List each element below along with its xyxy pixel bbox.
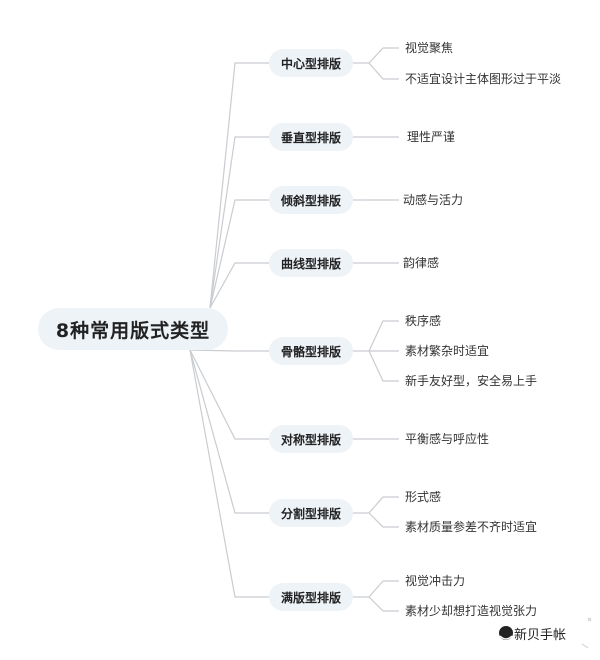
leaf-text: 素材质量参差不齐时适宜 [405,520,538,534]
branch-node-grid: 骨骼型排版 [269,337,353,365]
branch-connector [189,349,269,352]
branch-connector [189,349,269,440]
leaf-connector [368,62,399,80]
leaf-connector [368,47,399,64]
leaf-text: 平衡感与呼应性 [405,432,490,446]
leaf-connector [368,596,399,612]
leaf-text: 秩序感 [405,314,442,328]
branch-node-diagonal: 倾斜型排版 [269,186,353,214]
leaf-connector [368,350,399,382]
leaf-connector [368,512,399,528]
watermark-text: 新贝手帐 [514,628,567,643]
branch-label: 分割型排版 [280,506,341,521]
leaf-connector [368,496,399,514]
branch-label: 中心型排版 [280,56,341,71]
leaf-text: 素材少却想打造视觉张力 [405,604,538,618]
branch-label: 骨骼型排版 [280,344,341,359]
leaf-text: 形式感 [405,490,442,504]
branch-node-center: 中心型排版 [269,49,353,77]
leaf-text: 动感与活力 [403,193,464,207]
branch-label: 对称型排版 [280,432,341,447]
branch-connector [209,262,269,309]
branch-connector [189,349,269,598]
watermark-logo-icon [499,617,592,649]
leaf-text: 理性严谨 [407,130,456,144]
leaf-text: 韵律感 [403,256,440,270]
branch-connector [209,199,269,309]
leaf-text: 视觉冲击力 [405,574,466,588]
branch-label: 满版型排版 [280,590,341,605]
branch-node-split: 分割型排版 [269,499,353,527]
leaf-text: 新手友好型，安全易上手 [405,374,538,388]
leaf-text: 视觉聚焦 [405,41,454,55]
branch-node-symmetric: 对称型排版 [269,425,353,453]
branch-label: 垂直型排版 [280,130,341,145]
leaf-connector [368,580,399,598]
leaf-text: 不适宜设计主体图形过于平淡 [405,72,562,86]
leaf-text: 素材繁杂时适宜 [405,344,490,358]
root-node: 8种常用版式类型 [38,308,228,350]
branch-connector [209,136,269,309]
branch-node-full: 满版型排版 [269,583,353,611]
watermark: 新贝手帐 [496,612,596,652]
root-label: 8种常用版式类型 [55,319,211,342]
branch-node-vertical: 垂直型排版 [269,123,353,151]
branch-connector [209,62,269,309]
branch-node-curve: 曲线型排版 [269,249,353,277]
branch-connector [189,349,269,514]
leaf-connector [368,320,399,352]
branch-label: 曲线型排版 [280,256,341,271]
branch-label: 倾斜型排版 [280,193,341,208]
